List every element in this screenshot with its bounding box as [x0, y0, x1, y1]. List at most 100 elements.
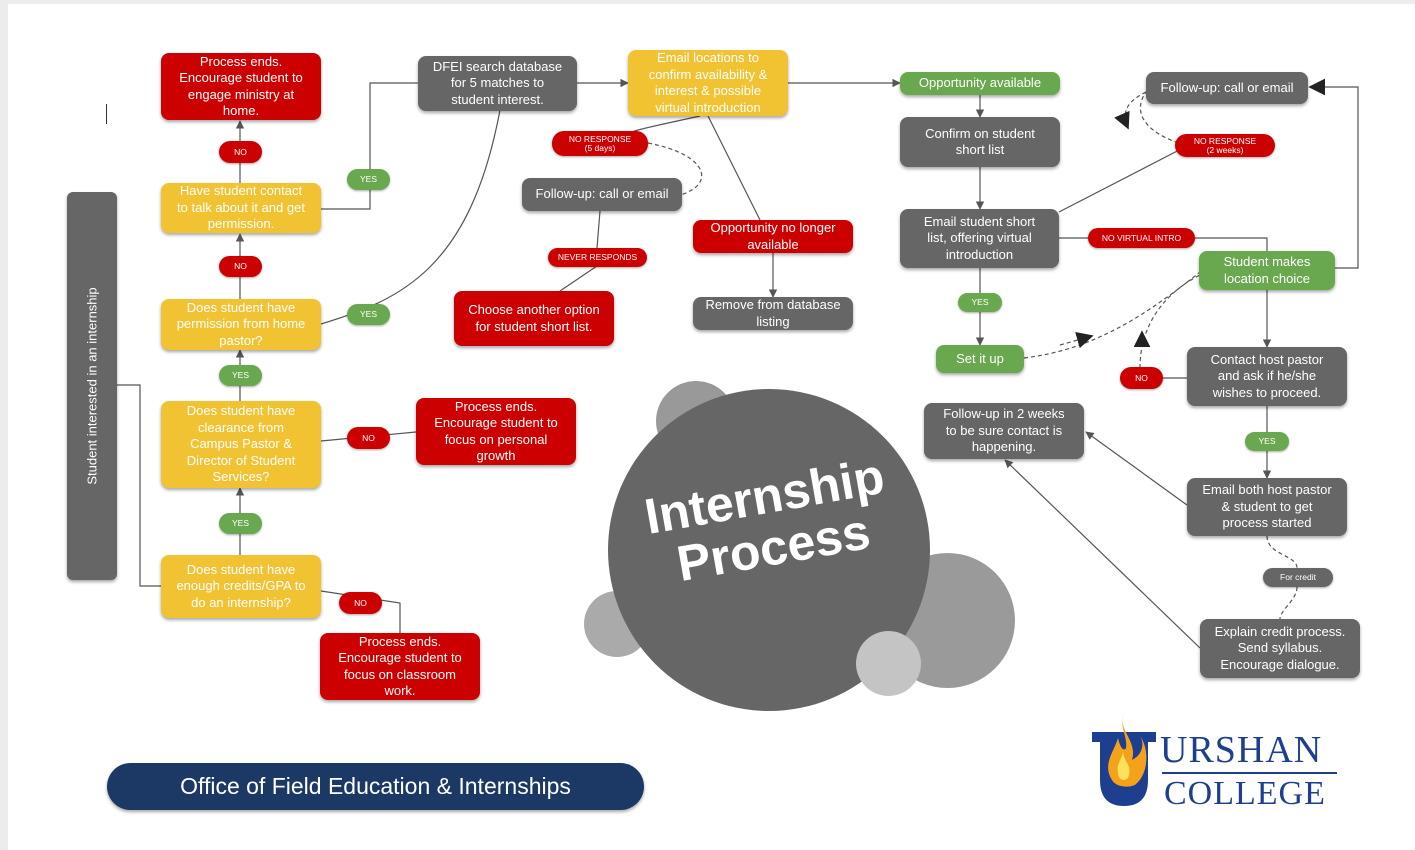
node-credit-process: Explain credit process.Send syllabus.Enc…: [1200, 619, 1360, 678]
office-banner: Office of Field Education & Internships: [107, 763, 644, 810]
label-yes-set: YES: [958, 293, 1002, 312]
node-text-line: work.: [384, 683, 416, 698]
node-followup-right: Follow-up: call or email: [1146, 72, 1308, 104]
node-text-line: NO: [354, 597, 367, 608]
node-set-it-up: Set it up: [936, 345, 1024, 373]
label-no-3: NO: [347, 427, 390, 449]
node-text-line: Process ends.: [358, 633, 442, 649]
node-text-line: for 5 matches to: [450, 75, 545, 91]
node-text-line: YES: [231, 370, 249, 380]
node-text: NO RESPONSE(5 days): [568, 133, 632, 153]
node-text: Follow-up: call or email: [1161, 80, 1294, 97]
node-text-line: to be sure contact is: [945, 422, 1063, 438]
node-text-line: NO RESPONSE: [568, 133, 632, 144]
node-text-line: Campus Pastor &: [190, 436, 292, 452]
node-text-line: & student to get: [1221, 498, 1313, 514]
node-text: NO RESPONSE(2 weeks): [1194, 136, 1256, 155]
node-text: YES: [971, 298, 988, 307]
node-text-line: Does student have: [186, 299, 296, 315]
label-never: NEVER RESPONDS: [548, 248, 647, 267]
label-no-resp-2w: NO RESPONSE(2 weeks): [1175, 134, 1275, 157]
node-opp-available: Opportunity available: [900, 72, 1060, 95]
label-yes-4: YES: [219, 513, 262, 534]
node-text-line: confirm availability &: [648, 66, 768, 82]
node-text-line: Process ends.: [454, 398, 538, 414]
start-bar: Student interested in an internship: [67, 192, 117, 580]
label-yes-host: YES: [1245, 432, 1289, 451]
node-text-line: Have student contact: [179, 183, 303, 199]
node-text-line: Send syllabus.: [1237, 640, 1323, 656]
node-text-line: and ask if he/she: [1217, 368, 1317, 384]
label-no-4: NO: [339, 592, 382, 614]
node-text-line: Encourage student to: [338, 650, 462, 665]
node-text-line: For credit: [1280, 572, 1316, 582]
label-yes-3: YES: [219, 365, 262, 386]
node-text-line: location choice: [1224, 270, 1310, 286]
node-text-line: engage ministry at: [187, 86, 295, 102]
label-no-resp-5: NO RESPONSE(5 days): [552, 131, 648, 156]
node-text-line: Choose another option: [468, 302, 600, 317]
node-text-line: list, offering virtual: [927, 230, 1032, 246]
circle-small-bottom: [856, 631, 921, 696]
node-text: NO: [362, 433, 375, 443]
node-text: NO: [234, 262, 247, 271]
start-bar-label: Student interested in an internship: [84, 287, 100, 485]
node-text-line: Encourage dialogue.: [1220, 656, 1340, 672]
node-text: NO: [234, 146, 247, 157]
node-text: YES: [360, 310, 377, 319]
node-text-line: growth: [476, 448, 516, 463]
node-text-line: do an internship?: [191, 594, 291, 610]
label-no-virtual: NO VIRTUAL INTRO: [1088, 228, 1195, 248]
node-text-line: NO: [234, 261, 247, 271]
node-text-line: Opportunity available: [918, 75, 1042, 91]
node-text: Set it up: [956, 351, 1004, 368]
node-text: YES: [232, 371, 249, 380]
node-text-line: Does student have: [186, 403, 296, 419]
node-text-line: Set it up: [956, 350, 1004, 366]
node-text-line: process started: [1222, 515, 1312, 531]
node-text-line: Follow-up: call or email: [535, 186, 669, 202]
node-followup-mid: Follow-up: call or email: [522, 178, 682, 211]
node-text: NEVER RESPONDS: [558, 253, 637, 262]
node-text-line: Email student short: [923, 213, 1036, 229]
node-text-line: YES: [359, 309, 377, 319]
node-text-line: enough credits/GPA to: [176, 578, 306, 594]
node-text-line: interest & possible: [654, 83, 762, 98]
node-text-line: Follow-up: call or email: [1160, 79, 1294, 95]
node-text-line: YES: [359, 174, 377, 184]
node-text: Follow-up: call or email: [536, 186, 669, 203]
node-text-line: introduction: [945, 246, 1014, 262]
node-text-line: NO: [234, 146, 247, 157]
node-text-line: wishes to proceed.: [1212, 384, 1322, 400]
node-text-line: pastor?: [219, 332, 263, 348]
logo-text-line1: URSHAN: [1160, 729, 1323, 771]
office-banner-label: Office of Field Education & Internships: [180, 773, 571, 799]
label-yes-1: YES: [347, 169, 390, 190]
node-text: NO: [354, 597, 367, 608]
logo-divider: [1162, 772, 1337, 774]
node-text-line: to talk about it and get: [177, 199, 305, 215]
node-text: NO: [1135, 373, 1148, 383]
node-text: NO VIRTUAL INTRO: [1102, 233, 1181, 243]
node-text-line: Does student have: [186, 561, 296, 577]
node-text-line: Email both host pastor: [1202, 482, 1332, 498]
